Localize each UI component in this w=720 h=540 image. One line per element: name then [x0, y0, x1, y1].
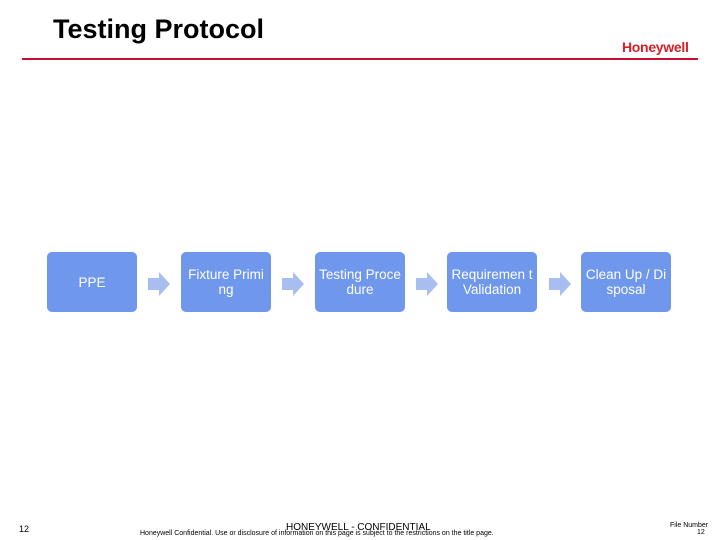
right-arrow-icon — [549, 272, 571, 296]
file-number-label: File Number — [670, 522, 709, 529]
right-arrow-icon — [148, 272, 170, 296]
disclaimer-text: Honeywell Confidential. Use or disclosur… — [140, 530, 494, 537]
slide-title: Testing Protocol — [53, 14, 265, 44]
step-testing-procedure: Testing Procedure — [315, 252, 405, 312]
step-clean-up-disposal: Clean Up / Disposal — [581, 252, 671, 312]
confidential-label: HONEYWELL - CONFIDENTIAL — [286, 522, 431, 533]
step-fixture-priming: Fixture Priming — [181, 252, 271, 312]
step-requirement-validation: Requiremen t Validation — [447, 252, 537, 312]
title-divider — [22, 58, 698, 60]
step-ppe: PPE — [47, 252, 137, 312]
file-number-value: 12 — [697, 529, 705, 536]
right-arrow-icon — [282, 272, 304, 296]
right-arrow-icon — [416, 272, 438, 296]
page-number: 12 — [19, 524, 30, 534]
honeywell-logo: Honeywell — [622, 39, 689, 55]
